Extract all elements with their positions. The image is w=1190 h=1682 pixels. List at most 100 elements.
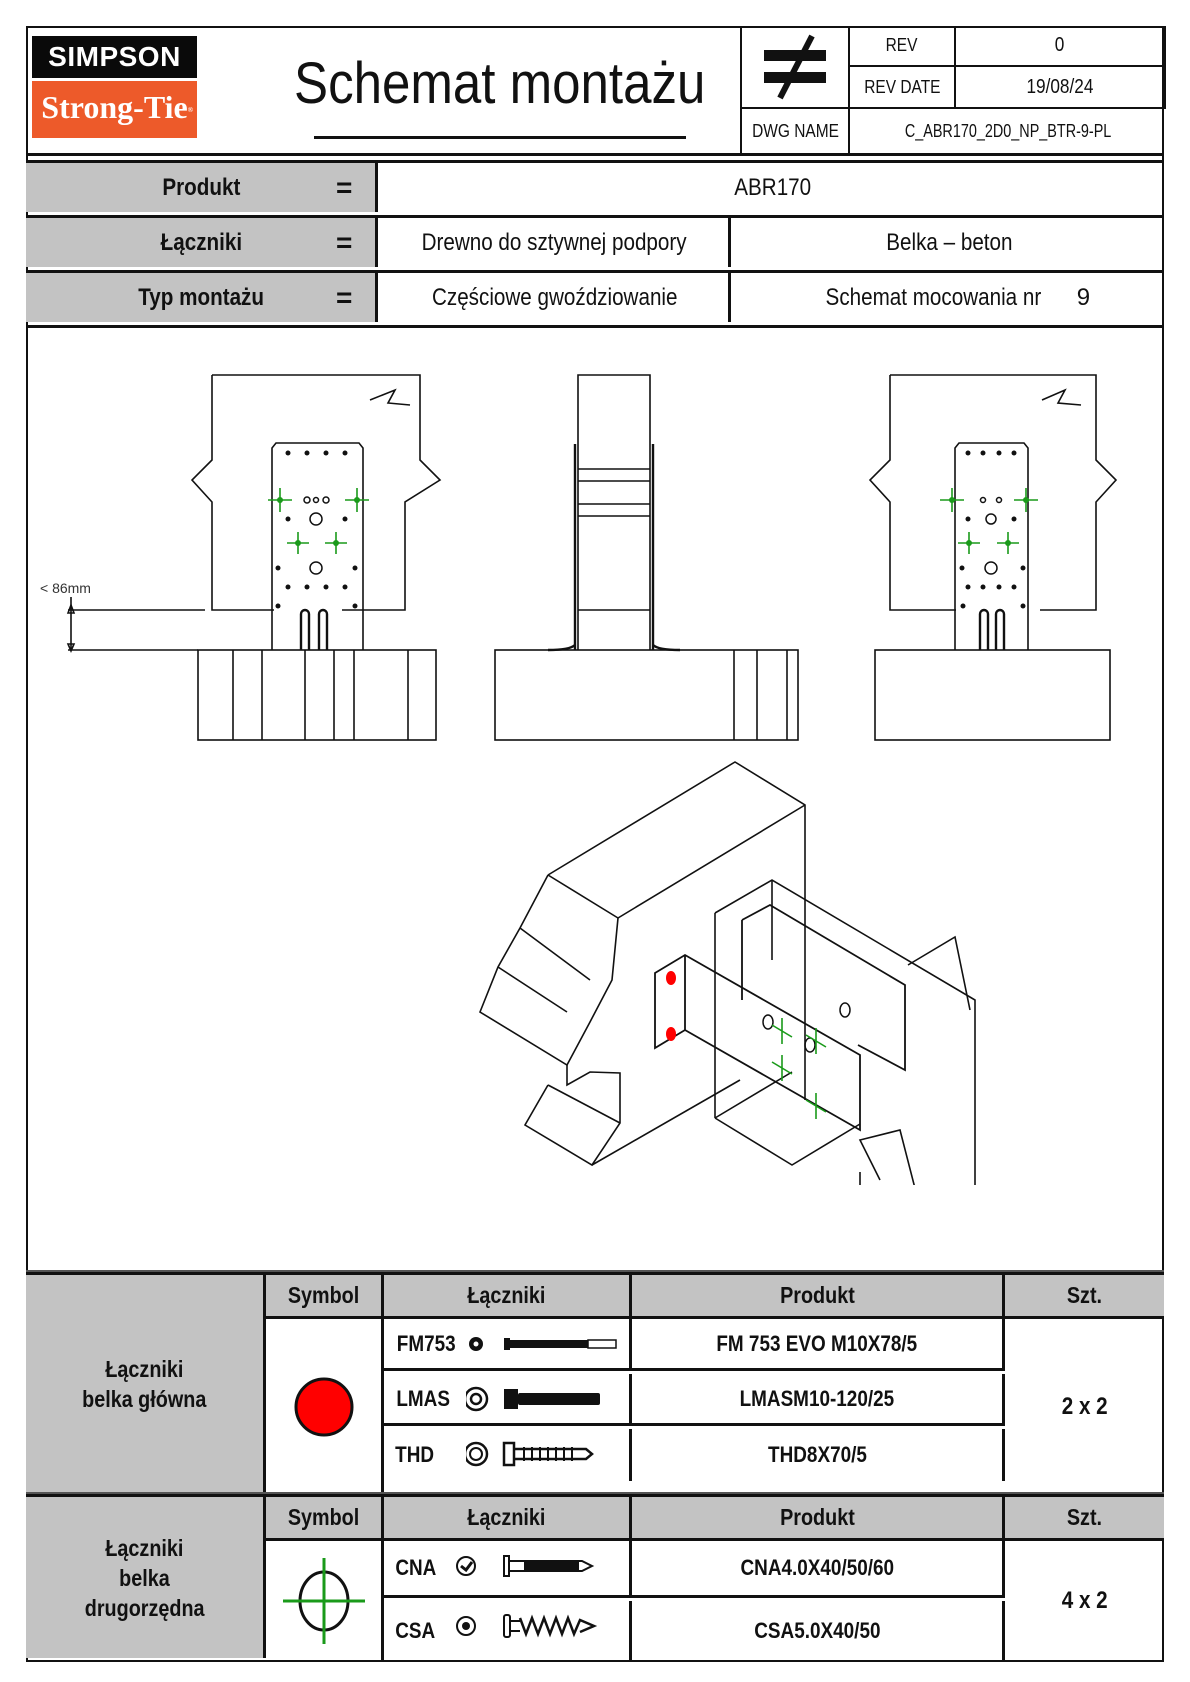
dimension-arrows	[66, 602, 76, 654]
rev-date-value: 19/08/24	[956, 67, 1166, 109]
table-row: THD THD8X70/5	[384, 1429, 1005, 1481]
fasteners-value-a: Drewno do sztywnej podpory	[381, 218, 731, 267]
registered-mark: ®	[187, 106, 193, 114]
fasteners-value-b: Belka – beton	[734, 218, 1164, 267]
green-crosshair-icon	[266, 1541, 384, 1661]
product-code: CNA4.0X40/50/60	[740, 1555, 894, 1580]
drawing-frame	[26, 26, 1164, 1662]
fastener-cell: CSA	[384, 1601, 632, 1661]
product-cell: CNA4.0X40/50/60	[632, 1541, 1005, 1595]
table-row: FM753 FM 753 EVO M10X78/5	[384, 1319, 1005, 1371]
rev-date-label: REV DATE	[850, 67, 956, 109]
page-title-text: Schemat montażu	[294, 51, 706, 116]
info-row-mount-type: Typ montażu = Częściowe gwoździowanie Sc…	[26, 270, 1164, 322]
dwg-name-value-text: C_ABR170_2D0_NP_BTR-9-PL	[904, 120, 1112, 141]
side-label-line-2: belka główna	[82, 1385, 207, 1412]
header-qty-text: Szt.	[1066, 1282, 1103, 1308]
dwg-name-label: DWG NAME	[742, 109, 850, 153]
page-title: Schemat montażu	[266, 44, 726, 124]
rev-value-text: 0	[1055, 34, 1065, 56]
title-underline	[314, 136, 686, 139]
ring-nail-icon	[456, 1555, 595, 1577]
red-dot-icon	[266, 1319, 384, 1495]
product-code: FM 753 EVO M10X78/5	[716, 1330, 918, 1356]
header-product: Produkt	[632, 1275, 1005, 1319]
mount-value-b: Schemat mocowania nr 9	[734, 273, 1164, 322]
fastener-cell: CNA	[384, 1541, 632, 1595]
product-code: CSA5.0X40/50	[753, 1618, 881, 1643]
fastener-code: THD	[395, 1442, 435, 1467]
logo-strong-tie-text: Strong-Tie	[41, 89, 188, 125]
secondary-beam-side-label: Łączniki belka drugorzędna	[26, 1497, 266, 1658]
fastener-holes	[275, 450, 1026, 609]
simpson-strong-tie-logo: SIMPSON Strong-Tie ®	[32, 36, 197, 146]
product-code: THD8X70/5	[767, 1442, 867, 1467]
title-block: SIMPSON Strong-Tie ® Schemat montażu REV…	[26, 26, 1166, 156]
dwg-name-value: C_ABR170_2D0_NP_BTR-9-PL	[850, 109, 1166, 153]
product-cell: LMASM10-120/25	[632, 1374, 1005, 1423]
rev-label-text: REV	[886, 35, 918, 55]
dimension-label: < 86mm	[40, 580, 91, 596]
side-label-line-3: drugorzędna	[84, 1594, 205, 1621]
not-equal-icon	[742, 26, 850, 109]
quantity-text: 4 x 2	[1061, 1587, 1108, 1614]
product-code: LMASM10-120/25	[739, 1385, 895, 1411]
equals-sign: =	[336, 281, 353, 313]
header-qty: Szt.	[1005, 1275, 1164, 1319]
isometric-view	[479, 761, 976, 1185]
product-cell: FM 753 EVO M10X78/5	[632, 1319, 1005, 1368]
info-row-fasteners: Łączniki = Drewno do sztywnej podpory Be…	[26, 215, 1164, 267]
header-symbol: Symbol	[266, 1497, 384, 1541]
fastener-code: CSA	[395, 1618, 436, 1643]
mount-value-a-text: Częściowe gwoździowanie	[431, 283, 678, 311]
anchor-bolt-icon	[469, 1337, 617, 1351]
table-row: LMAS LMASM10-120/25	[384, 1374, 1005, 1426]
fasteners-value-b-text: Belka – beton	[885, 228, 1013, 256]
rev-label: REV	[850, 26, 956, 67]
product-value: ABR170	[381, 163, 1164, 212]
fasteners-label-cell: Łączniki =	[26, 218, 378, 267]
revision-block: REV 0 REV DATE 19/08/24 DWG NAME C_ABR17…	[740, 26, 1166, 153]
fasteners-label: Łączniki	[160, 228, 242, 256]
concrete-screw-icon	[466, 1441, 594, 1467]
rev-value: 0	[956, 26, 1166, 67]
mount-scheme-label: Schemat mocowania nr	[825, 283, 1042, 311]
header-product-text: Produkt	[779, 1282, 855, 1308]
fasteners-value-a-text: Drewno do sztywnej podpory	[421, 228, 688, 256]
header-symbol-text: Symbol	[287, 1504, 360, 1530]
rev-date-label-text: REV DATE	[863, 76, 941, 97]
side-label-line-1: Łączniki	[105, 1534, 184, 1561]
info-row-product: Produkt = ABR170	[26, 160, 1164, 212]
mount-label-cell: Typ montażu =	[26, 273, 378, 322]
connector-screw-icon	[456, 1614, 598, 1638]
product-cell: CSA5.0X40/50	[632, 1601, 1005, 1661]
equals-sign: =	[336, 226, 353, 258]
mount-scheme-number: 9	[1076, 283, 1091, 311]
fastener-code: LMAS	[396, 1385, 450, 1411]
mount-value-a: Częściowe gwoździowanie	[381, 273, 731, 322]
product-label: Produkt	[162, 173, 240, 201]
side-label-line-2: belka	[119, 1564, 170, 1591]
logo-strong-tie: Strong-Tie ®	[32, 81, 197, 138]
break-symbol-icon	[369, 388, 411, 406]
product-cell: THD8X70/5	[632, 1429, 1005, 1481]
break-symbol-icon	[1041, 388, 1082, 406]
fastener-cell: LMAS	[384, 1374, 632, 1423]
header-product-text: Produkt	[779, 1504, 855, 1530]
header-fasteners: Łączniki	[384, 1275, 632, 1319]
logo-simpson: SIMPSON	[32, 36, 197, 78]
table-row: CSA CSA5.0X40/50	[384, 1601, 1005, 1661]
equals-sign: =	[336, 171, 353, 203]
front-view-left	[66, 374, 442, 741]
header-fasteners-text: Łączniki	[467, 1282, 546, 1308]
header-symbol-text: Symbol	[287, 1282, 360, 1308]
quantity: 2 x 2	[1005, 1319, 1164, 1495]
fastener-code: CNA	[395, 1555, 437, 1580]
fastener-cell: FM753	[384, 1319, 632, 1368]
primary-fastener-markers	[666, 971, 676, 1041]
header-product: Produkt	[632, 1497, 1005, 1541]
side-view-middle	[494, 374, 799, 741]
secondary-beam-fasteners-table: Łączniki belka drugorzędna Symbol Łączniki…	[26, 1494, 1164, 1661]
